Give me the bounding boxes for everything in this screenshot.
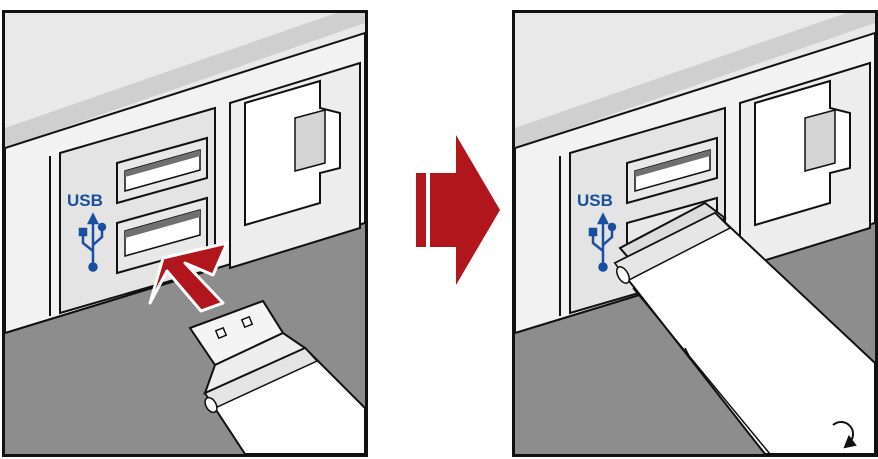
usb-port-label: USB xyxy=(577,191,613,210)
usb-port-label: USB xyxy=(67,191,103,210)
step1-panel: USB xyxy=(2,10,368,457)
step2-illustration: USB xyxy=(515,13,875,454)
next-step-arrow-icon xyxy=(416,135,500,285)
step1-illustration: USB xyxy=(5,13,365,454)
step2-panel: USB xyxy=(512,10,878,457)
